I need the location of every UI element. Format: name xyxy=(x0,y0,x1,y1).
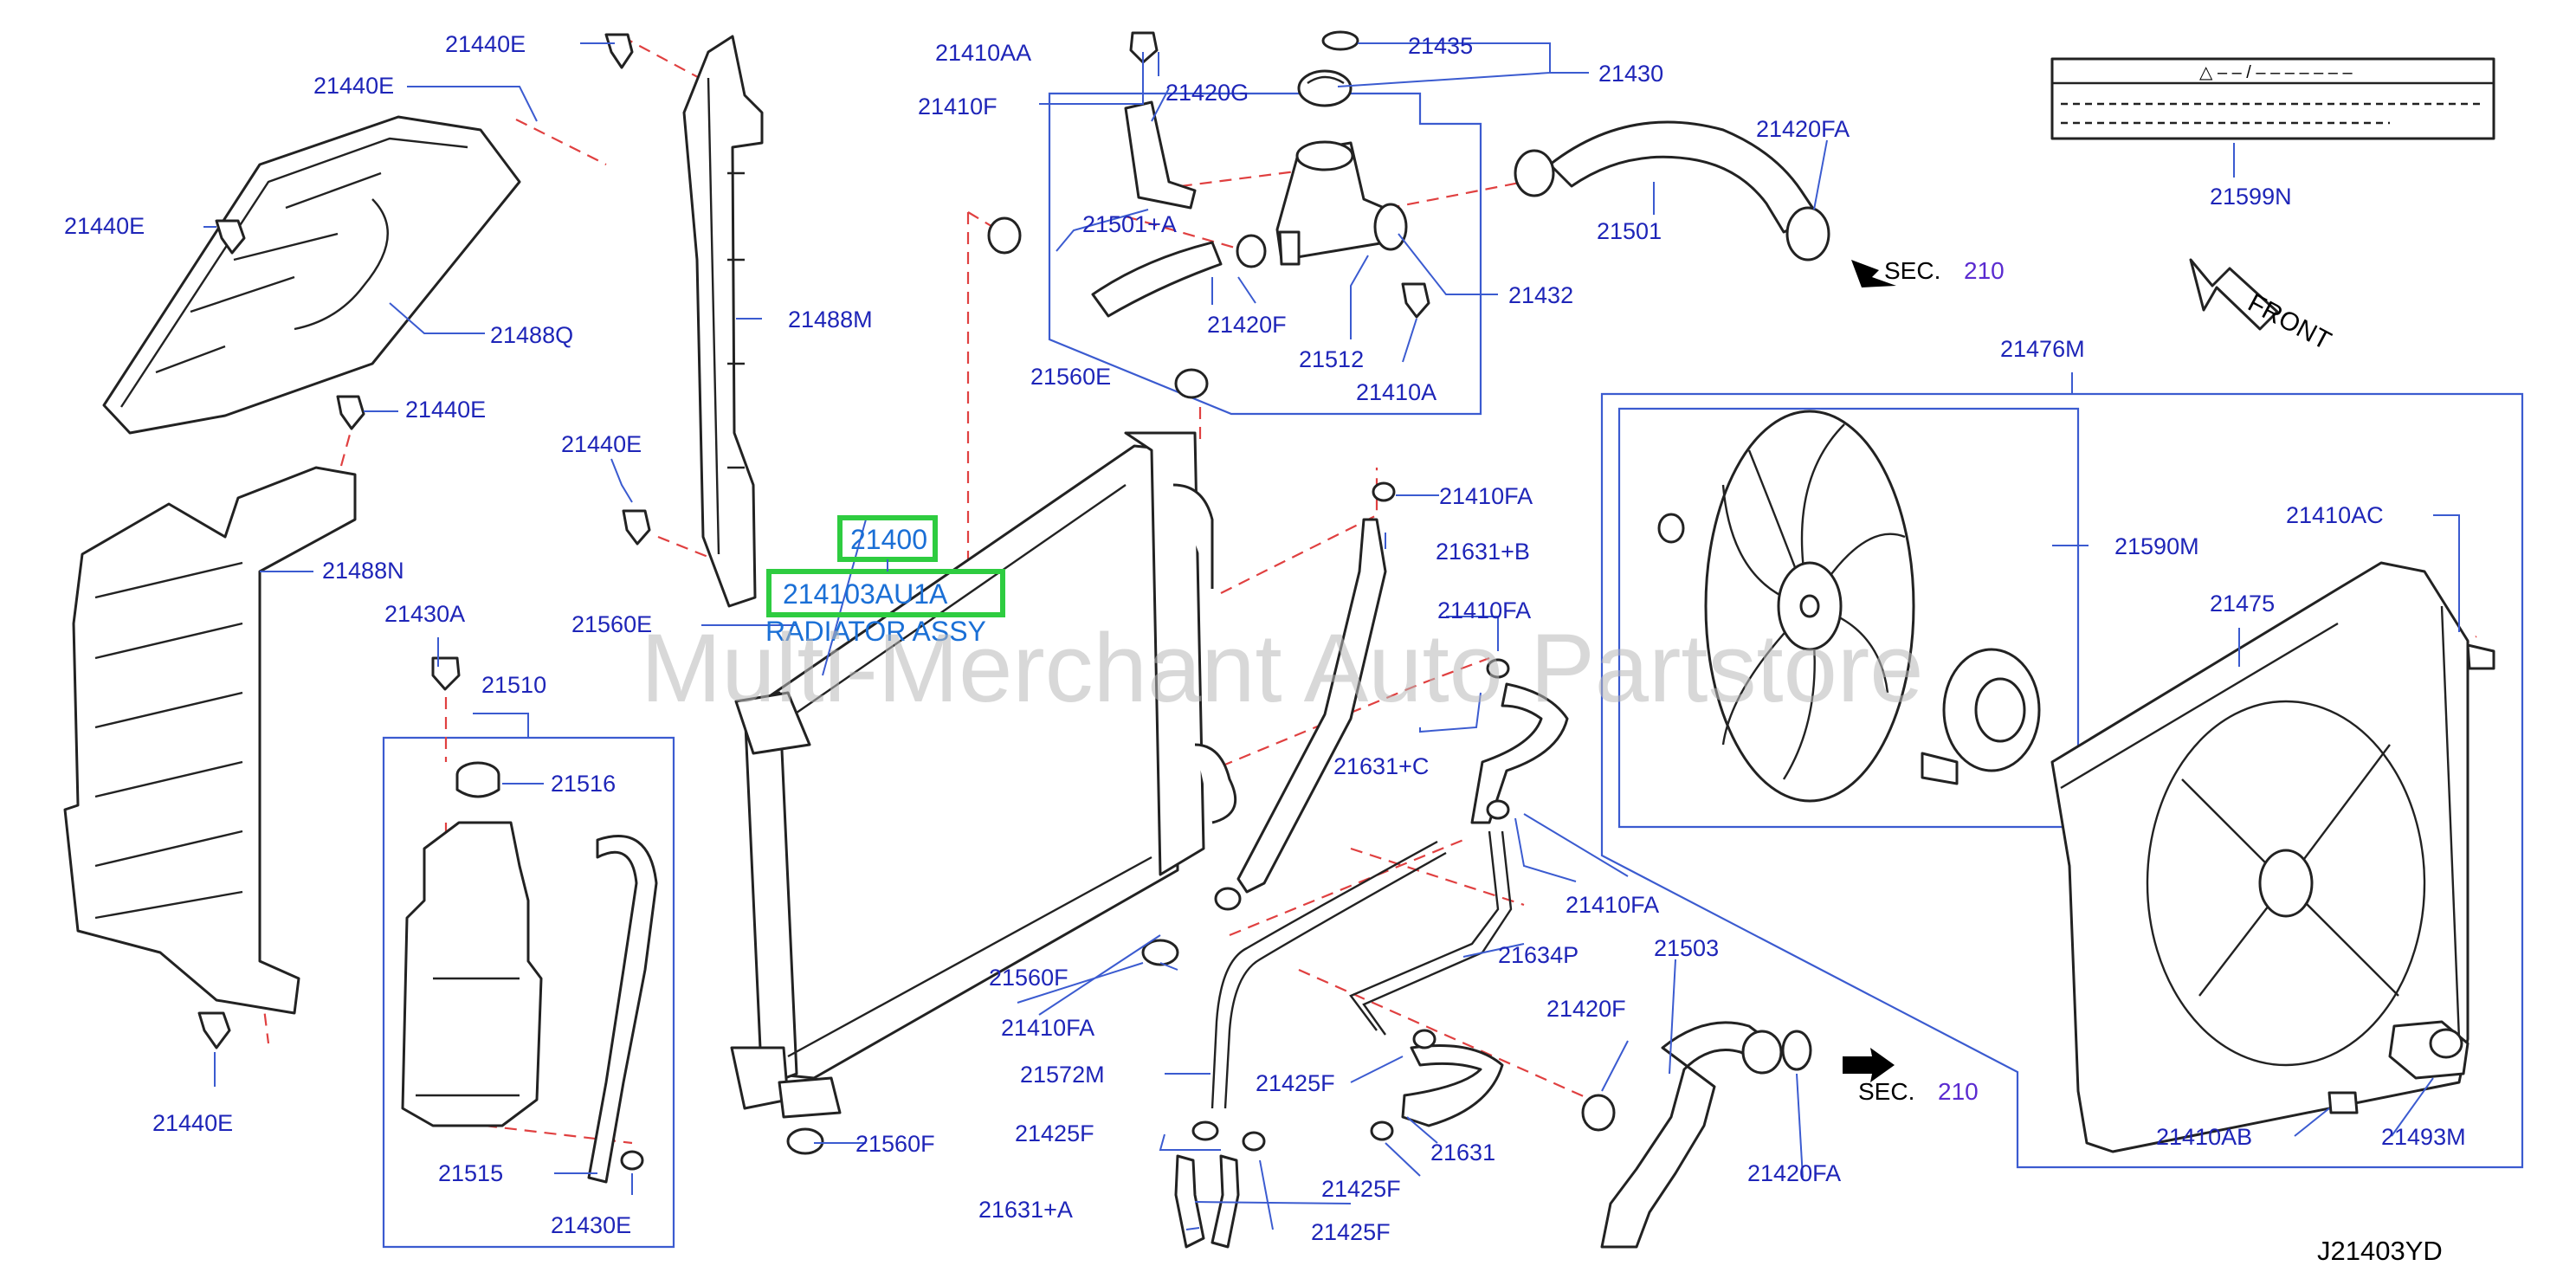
highlight-oem-box xyxy=(766,569,1005,617)
parts xyxy=(63,30,2495,1249)
callout-21488N[interactable]: 21488N xyxy=(322,558,404,584)
callout-21440E[interactable]: 21440E xyxy=(561,431,642,457)
callout-21440E[interactable]: 21440E xyxy=(405,397,486,423)
callout-21410FA[interactable]: 21410FA xyxy=(1437,597,1531,623)
fan-blade xyxy=(1704,410,1915,803)
callout-21634P[interactable]: 21634P xyxy=(1498,942,1579,968)
air-guide-side-right xyxy=(682,35,764,608)
highlight-callout[interactable]: 21400 214103AU1A RADIATOR ASSY xyxy=(765,515,1005,647)
label-plate-header: △ – – / – – – – – – – xyxy=(2199,63,2353,82)
hose-21631 xyxy=(1401,1044,1504,1127)
air-guide-side-left xyxy=(63,466,357,1015)
highlight-part-number: 21400 xyxy=(850,524,927,555)
callout-21420F[interactable]: 21420F xyxy=(1546,996,1626,1022)
callout-21432[interactable]: 21432 xyxy=(1508,282,1573,308)
callout-21440E[interactable]: 21440E xyxy=(152,1110,233,1136)
callout-21410AB[interactable]: 21410AB xyxy=(2156,1124,2252,1150)
sec-arrow-icon xyxy=(1843,1048,1895,1082)
callout-21501[interactable]: 21501 xyxy=(1597,218,1662,244)
callout-21631-C[interactable]: 21631+C xyxy=(1333,753,1429,779)
callout-21425F[interactable]: 21425F xyxy=(1321,1176,1401,1202)
callout-21631-A[interactable]: 21631+A xyxy=(978,1197,1073,1223)
section-references: SEC. 210 SEC. 210 xyxy=(1858,257,2005,1105)
fan-assembly-group-box xyxy=(1600,392,2524,1169)
callout-21425F[interactable]: 21425F xyxy=(1311,1219,1391,1245)
callout-21425F[interactable]: 21425F xyxy=(1015,1120,1094,1146)
callout-21631-B[interactable]: 21631+B xyxy=(1436,539,1530,565)
callout-21560E[interactable]: 21560E xyxy=(571,611,652,637)
callout-21410AA[interactable]: 21410AA xyxy=(935,40,1031,66)
reservoir-group-box xyxy=(382,736,675,1249)
diagram-reference-code: J21403YD xyxy=(2317,1236,2443,1266)
fasteners xyxy=(197,31,2495,1114)
sec-number[interactable]: 210 xyxy=(1964,257,2005,284)
leader-lines xyxy=(203,42,2460,1230)
lower-hose xyxy=(1600,1021,1783,1249)
highlight-part-name: RADIATOR ASSY xyxy=(765,616,986,647)
callout-21503[interactable]: 21503 xyxy=(1654,935,1719,961)
callout-21410F[interactable]: 21410F xyxy=(918,94,997,119)
radiator-cap xyxy=(1297,30,1359,107)
callout-21440E[interactable]: 21440E xyxy=(445,31,526,57)
callout-21440E[interactable]: 21440E xyxy=(64,213,145,239)
clamps xyxy=(620,216,1812,1171)
reservoir-tank xyxy=(401,761,658,1184)
callout-21425F[interactable]: 21425F xyxy=(1256,1070,1335,1096)
callout-21410A[interactable]: 21410A xyxy=(1356,379,1436,405)
hose-21631-c xyxy=(1470,682,1569,824)
upper-hose xyxy=(1514,120,1830,262)
callout-21560F[interactable]: 21560F xyxy=(989,965,1068,991)
callout-21410FA[interactable]: 21410FA xyxy=(1439,483,1533,509)
callout-21560E[interactable]: 21560E xyxy=(1030,364,1111,390)
callout-21420G[interactable]: 21420G xyxy=(1165,80,1249,106)
callout-21515[interactable]: 21515 xyxy=(438,1160,503,1186)
thermostat-housing xyxy=(1275,140,1408,266)
front-arrow-icon xyxy=(2189,258,2279,331)
callout-21435[interactable]: 21435 xyxy=(1408,33,1473,59)
callout-21599N[interactable]: 21599N xyxy=(2210,184,2292,210)
fan-connector xyxy=(2388,1020,2469,1080)
callout-21476M[interactable]: 21476M xyxy=(2000,336,2085,362)
callout-21420FA[interactable]: 21420FA xyxy=(1747,1160,1841,1186)
callout-21440E[interactable]: 21440E xyxy=(313,73,394,99)
callout-21430[interactable]: 21430 xyxy=(1598,61,1663,87)
thermostat-group-box xyxy=(1048,92,1482,416)
callout-21475[interactable]: 21475 xyxy=(2210,591,2275,617)
sec-label: SEC. xyxy=(1884,257,1940,284)
callout-21410AC[interactable]: 21410AC xyxy=(2286,502,2384,528)
callout-21420FA[interactable]: 21420FA xyxy=(1756,116,1850,142)
callout-labels: 21440E 21440E 21440E 21440E 21440E 21440… xyxy=(64,31,2466,1245)
sec-arrow-icon xyxy=(1851,260,1896,287)
callout-21420F[interactable]: 21420F xyxy=(1207,312,1287,338)
radiator-core xyxy=(730,431,1237,1119)
callout-21410FA[interactable]: 21410FA xyxy=(1001,1015,1094,1041)
callout-21488M[interactable]: 21488M xyxy=(788,307,873,333)
small-hose-a xyxy=(1091,241,1223,318)
fan-motor xyxy=(1921,648,2041,785)
callout-21430A[interactable]: 21430A xyxy=(384,601,465,627)
callout-21430E[interactable]: 21430E xyxy=(551,1212,631,1238)
callout-21631[interactable]: 21631 xyxy=(1430,1140,1495,1166)
label-plate xyxy=(2050,57,2495,140)
callout-21493M[interactable]: 21493M xyxy=(2381,1124,2466,1150)
air-guide-upper xyxy=(102,115,521,435)
callout-21590M[interactable]: 21590M xyxy=(2114,533,2199,559)
callout-21572M[interactable]: 21572M xyxy=(1020,1062,1105,1088)
pipe-21572-m xyxy=(1211,840,1447,1109)
callout-21501-A[interactable]: 21501+A xyxy=(1082,211,1177,237)
highlight-oem-number: 214103AU1A xyxy=(783,578,948,610)
callout-21516[interactable]: 21516 xyxy=(551,771,616,797)
callout-21510[interactable]: 21510 xyxy=(481,672,546,698)
sec-label: SEC. xyxy=(1858,1078,1914,1105)
fan-shroud xyxy=(2050,561,2469,1153)
hose-21631-b xyxy=(1236,518,1387,894)
bracket xyxy=(1124,100,1197,210)
callout-21410FA[interactable]: 21410FA xyxy=(1566,892,1659,918)
callout-21560F[interactable]: 21560F xyxy=(855,1131,935,1157)
watermark: Multi-Merchant Auto Partstore xyxy=(641,614,1923,722)
callout-21512[interactable]: 21512 xyxy=(1299,346,1364,372)
sec-number[interactable]: 210 xyxy=(1938,1078,1979,1105)
callout-21488Q[interactable]: 21488Q xyxy=(490,322,573,348)
